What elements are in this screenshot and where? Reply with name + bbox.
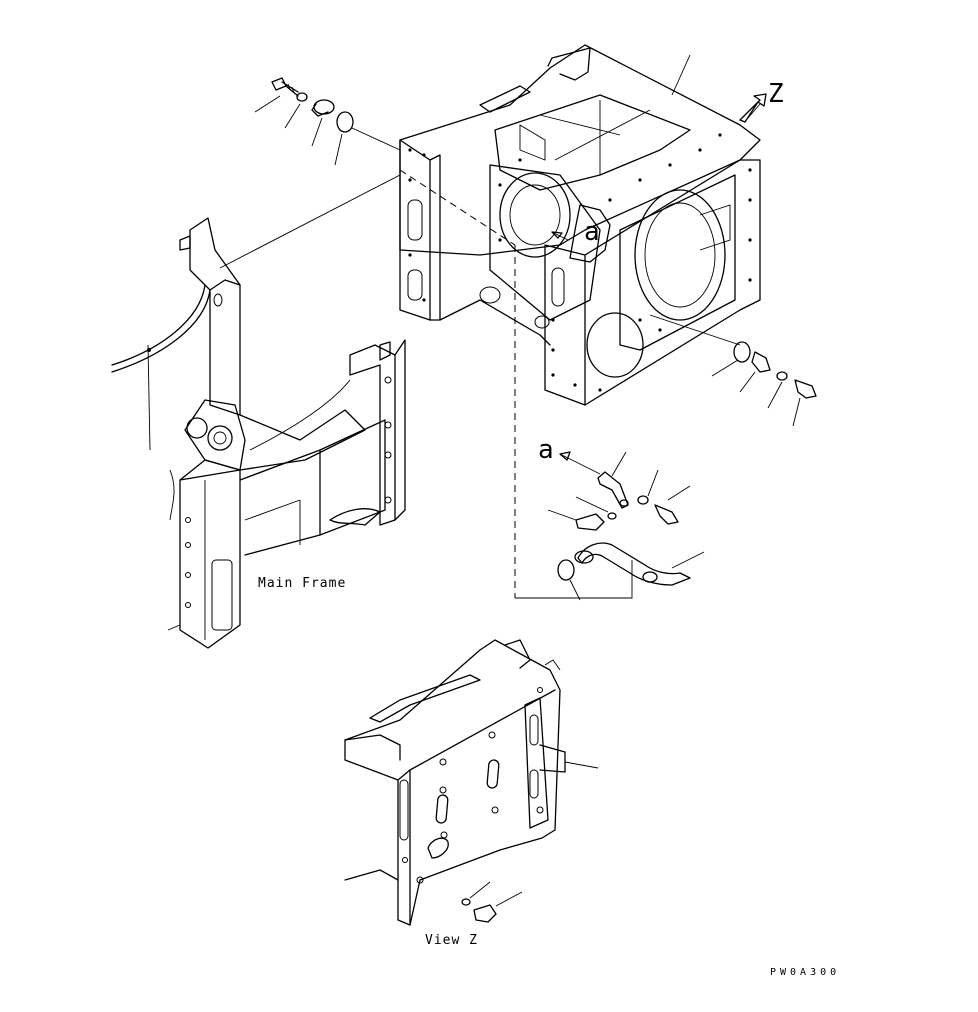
bracket-and-pipe-parts: a [538,435,705,601]
view-z-detail: View Z [344,639,599,948]
assembly-center-lines [399,169,633,599]
upper-left-fasteners [254,77,401,166]
callout-a-upper-label: a [584,217,600,247]
view-z-face-holes [402,687,544,884]
case-housing [399,44,761,406]
z-marker-label: Z [768,79,784,109]
view-z-arrow: Z [739,79,784,123]
callout-a-lower-label: a [538,435,554,465]
callout-a-upper: a [551,204,611,263]
main-frame: Main Frame [111,174,406,649]
figure-code: PW0A300 [770,967,840,978]
right-fasteners [649,314,817,427]
main-frame-label: Main Frame [258,576,346,591]
case-bolt-dots [408,133,752,392]
view-z-label: View Z [425,933,478,948]
